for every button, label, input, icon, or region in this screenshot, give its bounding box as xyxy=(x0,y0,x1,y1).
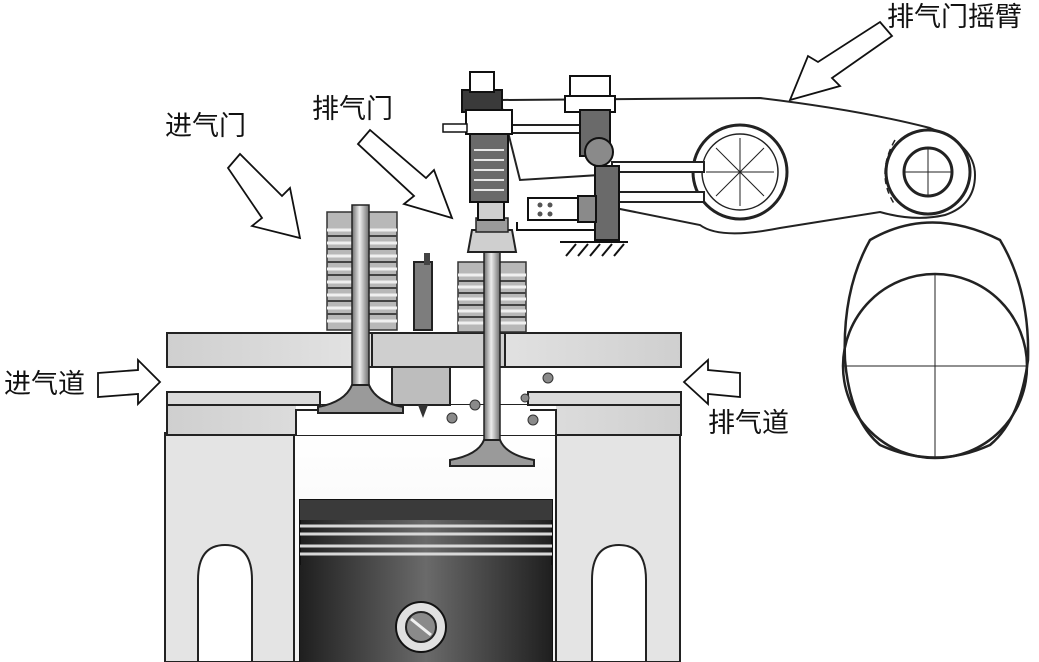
rocker-assembly xyxy=(442,71,977,257)
intake-valve-arrow xyxy=(226,152,302,240)
piston-rings xyxy=(300,524,552,556)
control-piston xyxy=(516,75,620,241)
left-water-jacket xyxy=(197,543,253,662)
fuel-injector xyxy=(413,261,433,331)
exhaust-valve-stem xyxy=(483,249,501,451)
label-exhaust-port: 排气道 xyxy=(708,408,789,439)
exhaust-port-lip xyxy=(527,391,682,406)
fuel-droplets xyxy=(446,372,554,426)
cylinder-head xyxy=(166,253,682,436)
right-water-jacket xyxy=(591,543,647,662)
label-exhaust-valve: 排气门 xyxy=(312,94,393,125)
intake-valve-head xyxy=(317,384,404,414)
label-exhaust-rocker-arm: 排气门摇臂 xyxy=(887,2,1022,33)
exhaust-rocker-arrow xyxy=(788,20,894,102)
intake-valve-stem xyxy=(351,204,370,406)
intake-port-lip xyxy=(166,391,321,406)
piston xyxy=(299,499,553,662)
exhaust-port-arrow xyxy=(682,357,741,407)
exhaust-valve-cap xyxy=(466,229,518,253)
exhaust-valve xyxy=(449,217,535,467)
intake-port-arrow xyxy=(97,357,162,407)
valve-bridge-actuator xyxy=(442,71,513,221)
label-intake-port: 进气道 xyxy=(4,369,85,400)
intake-valve xyxy=(317,204,404,414)
camshaft-lobe xyxy=(841,221,1030,460)
label-intake-valve: 进气门 xyxy=(165,111,246,142)
ground-hatch xyxy=(560,241,628,257)
exhaust-valve-arrow xyxy=(356,128,454,220)
exhaust-valve-head xyxy=(449,439,535,467)
callout-arrows xyxy=(97,20,894,407)
